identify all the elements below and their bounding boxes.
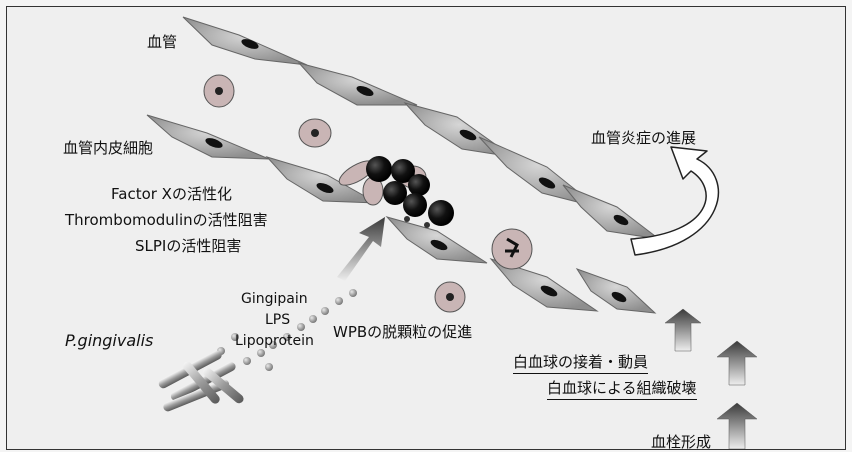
label-thrombus: 血栓形成 bbox=[651, 431, 711, 450]
up-arrow-icon-3 bbox=[717, 403, 757, 449]
up-arrow-icon-1 bbox=[665, 309, 701, 351]
label-wpb: WPBの脱顆粒の促進 bbox=[333, 321, 472, 342]
label-thrombomodulin: Thrombomodulinの活性阻害 bbox=[65, 209, 268, 230]
label-endothelial-cell: 血管内皮細胞 bbox=[63, 137, 153, 158]
label-inflammation-progress: 血管炎症の進展 bbox=[591, 127, 696, 148]
label-lps: LPS bbox=[265, 312, 290, 328]
label-bacterium: P.gingivalis bbox=[65, 331, 153, 350]
leukocytes bbox=[204, 75, 532, 312]
label-tissue-destruction: 白血球による組織破壊 bbox=[547, 377, 697, 400]
arrow-to-endothelium-icon bbox=[337, 217, 385, 281]
label-slpi: SLPIの活性阻害 bbox=[135, 235, 241, 256]
label-gingipain: Gingipain bbox=[241, 291, 308, 307]
bacteria-rods bbox=[157, 349, 245, 413]
label-lipoprotein: Lipoprotein bbox=[235, 333, 314, 349]
up-arrow-icon-2 bbox=[717, 341, 757, 385]
curved-arrow-icon bbox=[631, 147, 718, 255]
label-leukocyte-adhesion: 白血球の接着・動員 bbox=[513, 351, 648, 374]
label-vessel: 血管 bbox=[147, 31, 177, 52]
diagram-frame: 血管 血管内皮細胞 血管炎症の進展 Factor Xの活性化 Thrombomo… bbox=[6, 6, 846, 450]
label-factor-x: Factor Xの活性化 bbox=[111, 183, 232, 204]
